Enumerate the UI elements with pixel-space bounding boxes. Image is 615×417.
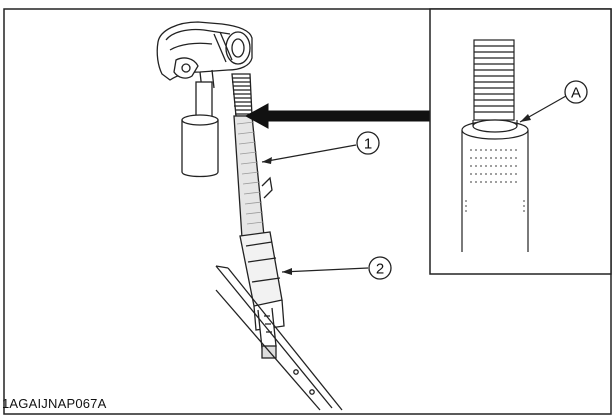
- inset-frame: [429, 8, 612, 275]
- frame-rail: [215, 265, 343, 411]
- main-illustration: [156, 21, 343, 411]
- callout-a-label: A: [571, 85, 581, 102]
- hose-sleeve: [233, 115, 273, 239]
- leader-arrowhead-a: [520, 114, 531, 122]
- inset-tube: [461, 119, 529, 252]
- detail-inset: A: [429, 8, 612, 275]
- leader-arrowhead-1: [262, 157, 272, 164]
- leader-arrowhead-2: [282, 268, 292, 275]
- figure-code: 1AGAIJNAP067A: [2, 396, 107, 411]
- callout-a: A: [564, 80, 588, 104]
- hose-thread: [231, 73, 253, 117]
- left-post: [181, 81, 219, 178]
- reference-arrow: [244, 103, 431, 129]
- callout-2: 2: [368, 256, 392, 280]
- callout-1-label: 1: [364, 136, 372, 153]
- leader-line-2: [281, 267, 369, 273]
- callout-1: 1: [356, 131, 380, 155]
- inset-corrugated-hose: [473, 39, 515, 121]
- bracket: [239, 231, 285, 359]
- leader-line-1: [261, 144, 357, 163]
- callout-2-label: 2: [376, 261, 384, 278]
- upper-clamp: [156, 21, 253, 91]
